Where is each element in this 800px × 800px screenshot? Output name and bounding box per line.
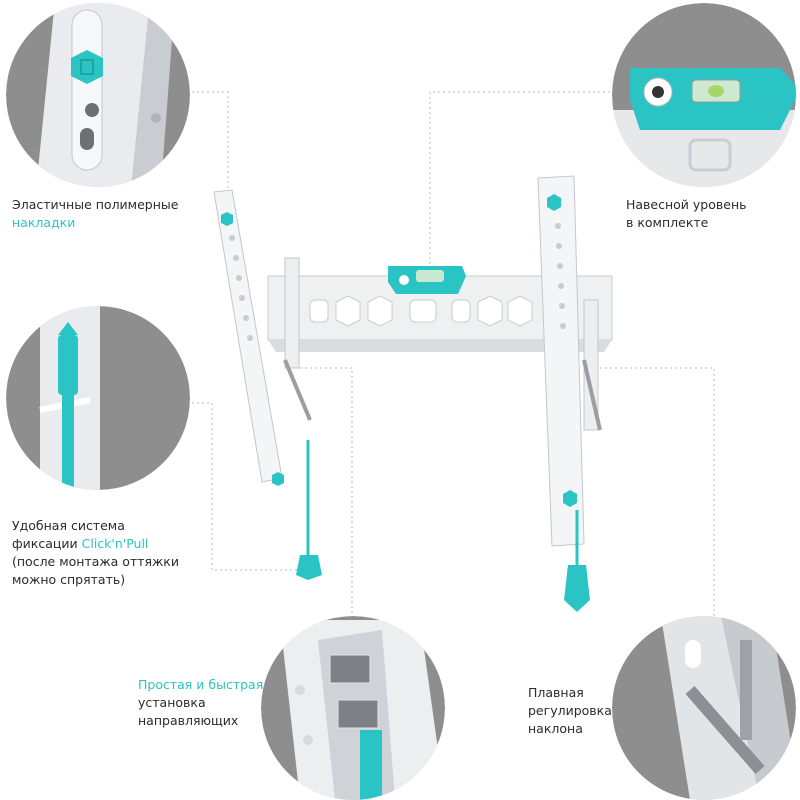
- caption-pads-accent: накладки: [12, 215, 76, 230]
- caption-pads-line1: Эластичные полимерные: [12, 197, 179, 212]
- caption-rails: Простая и быстрая установка направляющих: [138, 676, 263, 730]
- detail-circle-rails: [261, 616, 445, 800]
- caption-clicknpull-line3: (после монтажа оттяжки: [12, 554, 179, 569]
- caption-clicknpull-prefix: фиксации: [12, 536, 82, 551]
- wall-bracket: [213, 175, 613, 612]
- caption-rails-accent: Простая и быстрая: [138, 677, 264, 692]
- callout-lines: [182, 91, 715, 618]
- detail-circle-level: [612, 3, 796, 187]
- caption-tilt: Плавная регулировка наклона: [528, 684, 612, 738]
- caption-tilt-line3: наклона: [528, 721, 583, 736]
- caption-level-line1: Навесной уровень: [626, 197, 747, 212]
- caption-level-line2: в комплекте: [626, 215, 709, 230]
- caption-rails-line2: установка: [138, 695, 206, 710]
- caption-tilt-line1: Плавная: [528, 685, 584, 700]
- detail-circle-clicknpull: [6, 306, 190, 490]
- caption-clicknpull-line4: можно спрятать): [12, 572, 126, 587]
- caption-clicknpull-line1: Удобная система: [12, 518, 125, 533]
- caption-tilt-line2: регулировка: [528, 703, 612, 718]
- caption-clicknpull: Удобная система фиксации Click'n'Pull (п…: [12, 517, 179, 589]
- caption-polymer-pads: Эластичные полимерные накладки: [12, 196, 178, 232]
- caption-clicknpull-accent: Click'n'Pull: [81, 536, 149, 551]
- caption-clicknpull-line2: фиксации Click'n'Pull: [12, 535, 179, 553]
- caption-level: Навесной уровень в комплекте: [626, 196, 746, 232]
- detail-circle-pads: [6, 3, 190, 187]
- detail-circle-tilt: [612, 616, 796, 800]
- caption-rails-line3: направляющих: [138, 713, 239, 728]
